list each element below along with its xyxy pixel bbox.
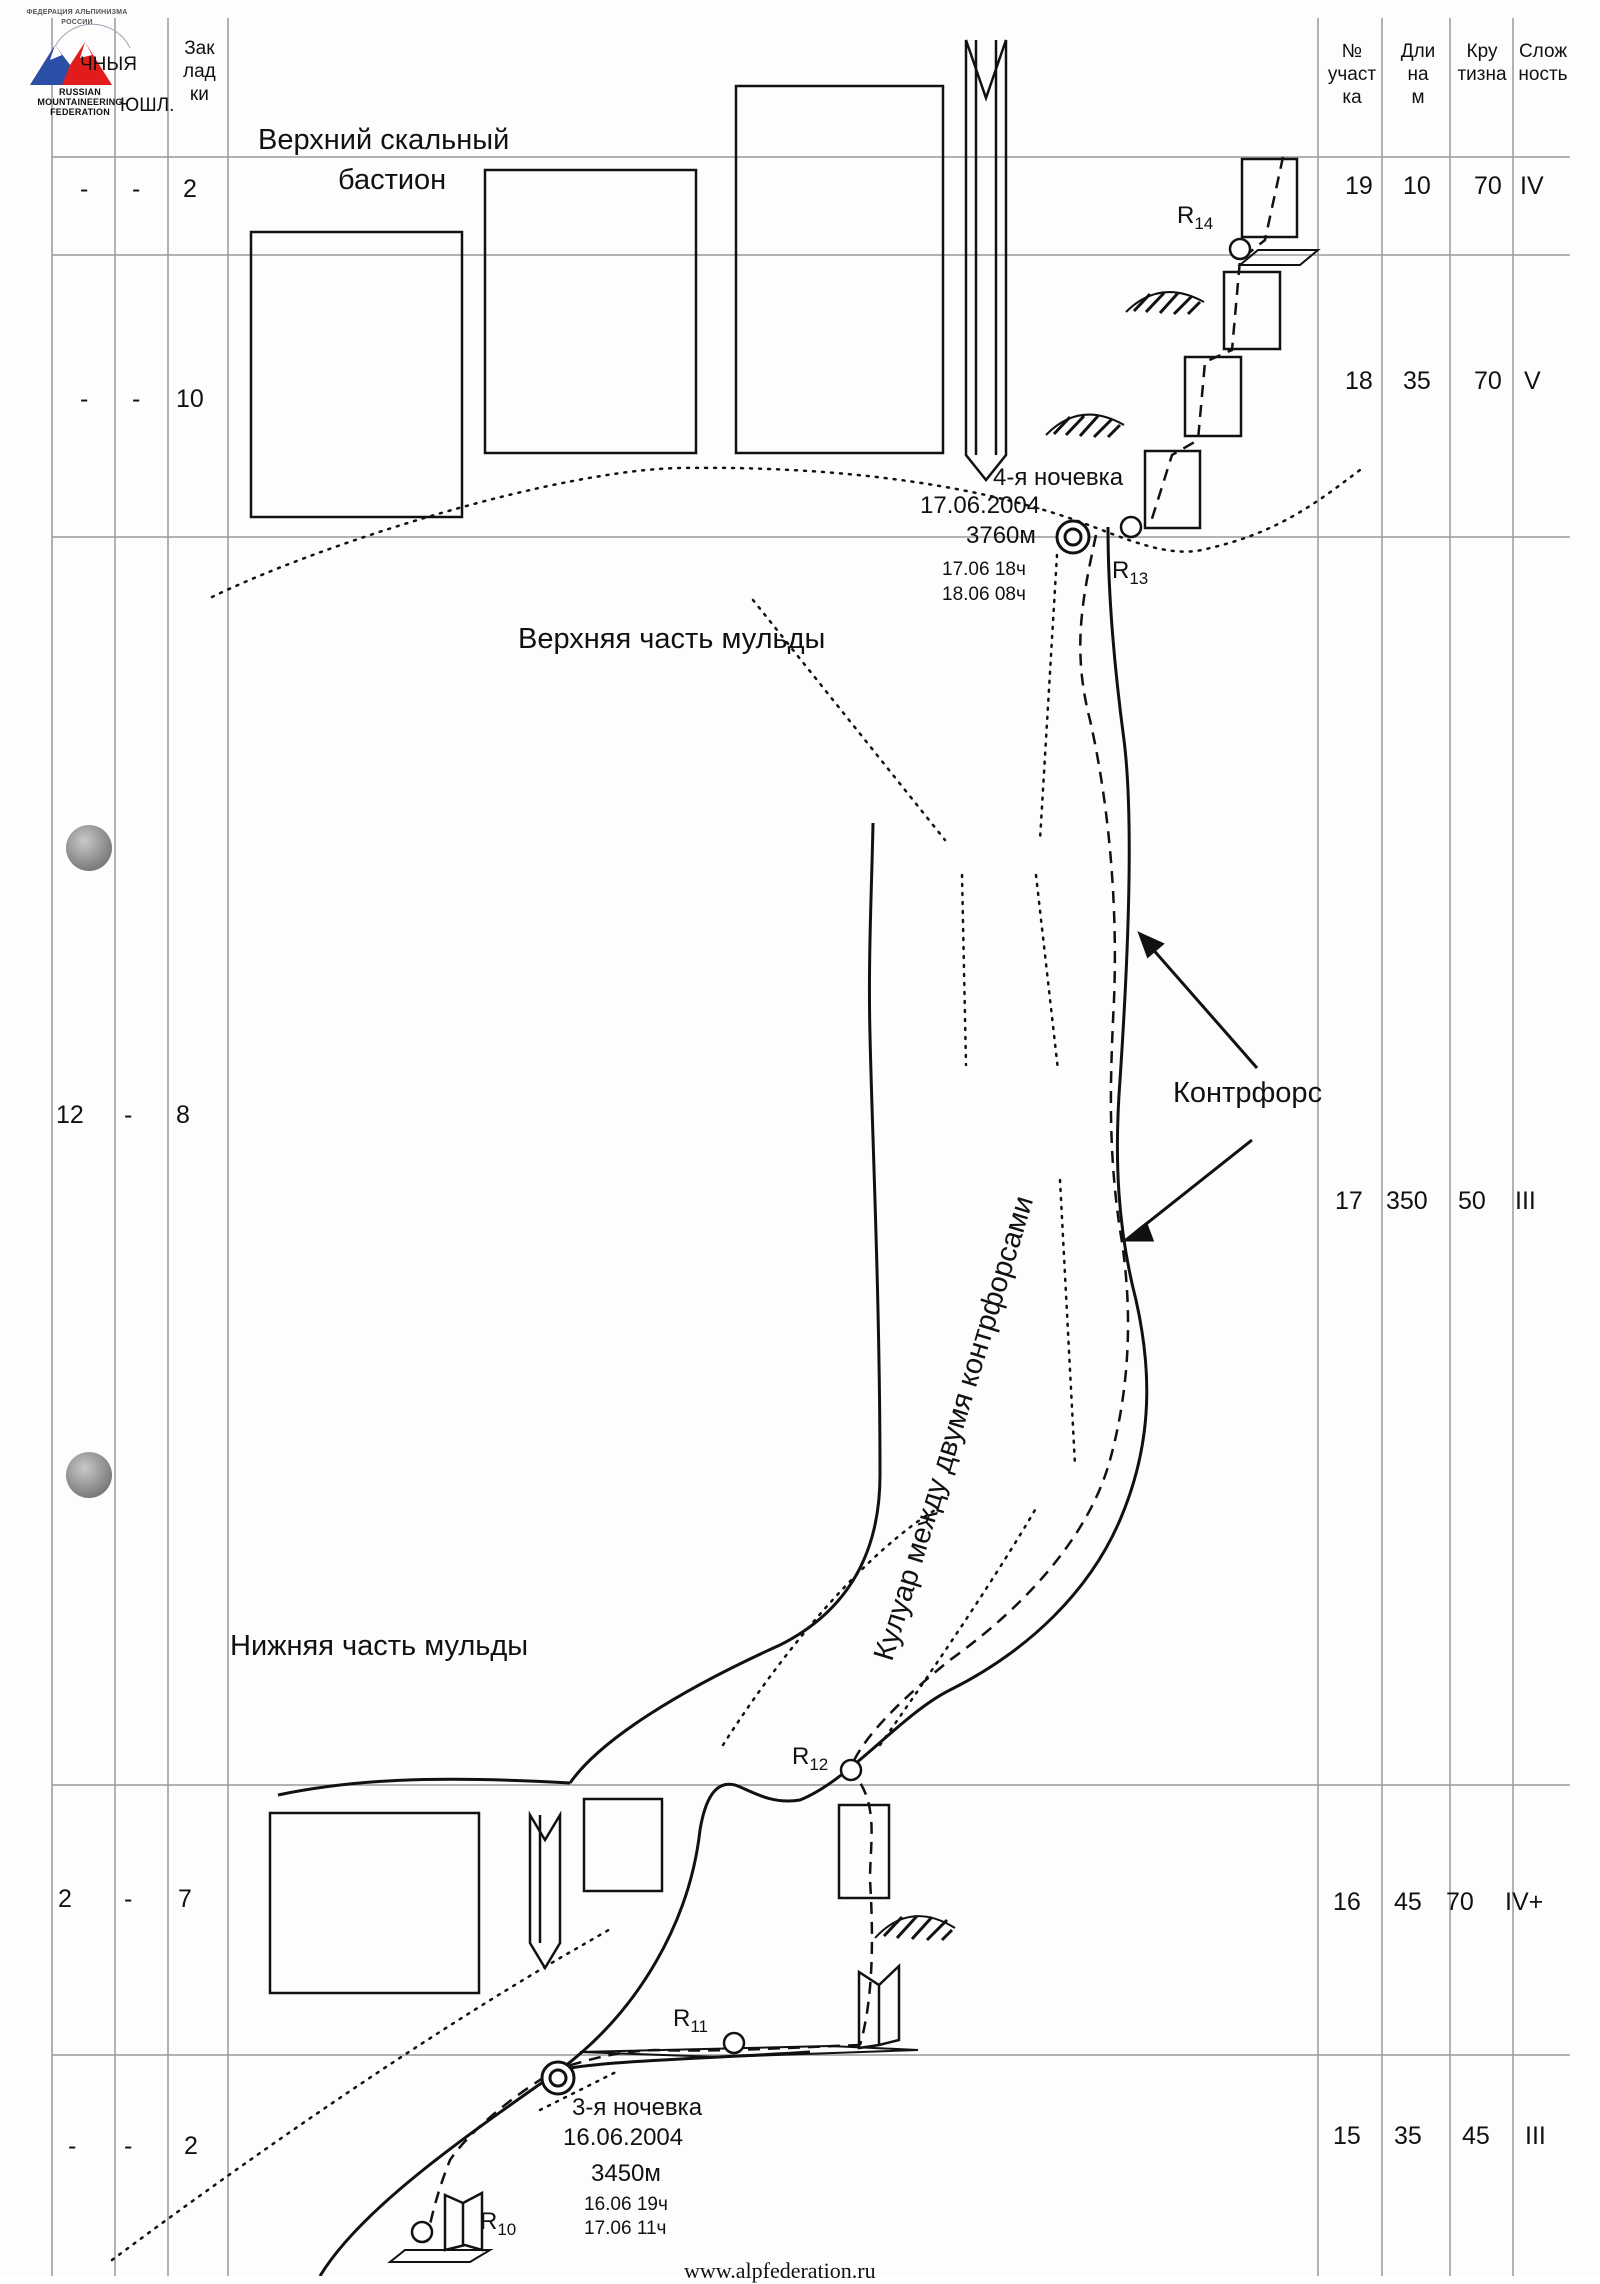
point-r14: R14 [1177,202,1214,233]
header-col-diff: Слож ность [1518,41,1568,85]
header-col-b: ЮШЛ. [120,95,175,116]
point-r13: R13 [1112,557,1149,588]
dotted-terrain [110,466,1362,2262]
label-upper-bastion-line2: бастион [338,164,447,196]
header-col-no: № участ ка [1327,41,1377,108]
row-19-col-a: - [80,175,89,203]
row-18-col-c: 10 [176,385,204,413]
row-17-no: 17 [1335,1187,1363,1215]
header-col-len: Дли на м [1400,41,1436,108]
row-15-diff: III [1525,2122,1546,2150]
buttress-arrows [1121,931,1259,1242]
logo-line-2: MOUNTAINEERING [37,97,123,107]
label-buttress: Контрфорс [1173,1077,1323,1109]
label-lower-trough: Нижняя часть мульды [230,1630,529,1662]
point-r12: R12 [792,1743,829,1774]
bivouac-4-name: 4-я ночевка [993,464,1124,491]
header-col-steep: Кру тизна [1457,41,1507,85]
bivouac-4-altitude: 3760м [966,522,1036,549]
binder-hole-upper [66,825,112,871]
federation-logo [30,23,131,85]
row-16-len: 45 [1394,1888,1422,1916]
footer-url: www.alpfederation.ru [684,2258,876,2283]
row-15-no: 15 [1333,2122,1361,2150]
solid-terrain [277,526,1149,2276]
binder-hole-lower [66,1452,112,1498]
row-17-col-c: 8 [176,1101,190,1129]
header-col-a: ЧНЫЯ [80,54,137,75]
row-16-col-c: 7 [178,1885,192,1913]
row-19-no: 19 [1345,172,1373,200]
bivouac-3-time-2: 17.06 11ч [584,2218,667,2239]
overhang-markers [874,291,1205,1942]
row-16-steep: 70 [1446,1888,1474,1916]
couloir-wedges [443,39,1008,2252]
row-18-no: 18 [1345,367,1373,395]
row-17-len: 350 [1386,1187,1428,1215]
route-line [423,156,1285,2251]
row-18-len: 35 [1403,367,1431,395]
row-17-steep: 50 [1458,1187,1486,1215]
row-15-col-b: - [124,2132,133,2160]
row-17-col-a: 12 [56,1101,84,1129]
logo-line-3: FEDERATION [50,107,110,117]
row-17-diff: III [1515,1187,1536,1215]
row-16-col-a: 2 [58,1885,72,1913]
point-r10: R10 [480,2208,517,2239]
label-upper-trough: Верхняя часть мульды [518,623,826,655]
row-16-diff: IV+ [1505,1888,1544,1916]
row-15-col-a: - [68,2132,77,2160]
bivouac-4-date: 17.06.2004 [920,492,1041,519]
bivouac-3-date: 16.06.2004 [563,2124,684,2151]
row-19-col-b: - [132,175,141,203]
logo-line-1: RUSSIAN [59,87,101,97]
row-19-steep: 70 [1474,172,1502,200]
row-16-col-b: - [124,1885,133,1913]
row-15-col-c: 2 [184,2132,198,2160]
row-15-steep: 45 [1462,2122,1490,2150]
bivouac-4-time-1: 17.06 18ч [942,559,1026,580]
bivouac-4-time-2: 18.06 08ч [942,584,1026,605]
row-18-col-b: - [132,385,141,413]
bivouac-3-altitude: 3450м [591,2160,661,2187]
header-col-c: Зак лад ки [183,38,216,105]
table-grid [51,18,1570,2276]
row-19-len: 10 [1403,172,1431,200]
row-18-steep: 70 [1474,367,1502,395]
waypoints [410,237,1252,2244]
row-17-col-b: - [124,1101,133,1129]
row-19-diff: IV [1520,172,1544,200]
label-upper-bastion-line1: Верхний скальный [258,124,510,156]
bivouac-3-name: 3-я ночевка [572,2094,703,2121]
row-19-col-c: 2 [183,175,197,203]
rock-blocks [249,84,1299,1995]
bivouac-3-time-1: 16.06 19ч [584,2194,668,2215]
row-18-diff: V [1524,367,1541,395]
point-r11: R11 [673,2005,708,2036]
row-16-no: 16 [1333,1888,1361,1916]
ledges [387,249,1321,2263]
logo-arc-text: ФЕДЕРАЦИЯ АЛЬПИНИЗМА РОССИИ [26,9,128,26]
bivouac-markers [540,519,1091,2096]
row-18-col-a: - [80,385,89,413]
row-15-len: 35 [1394,2122,1422,2150]
